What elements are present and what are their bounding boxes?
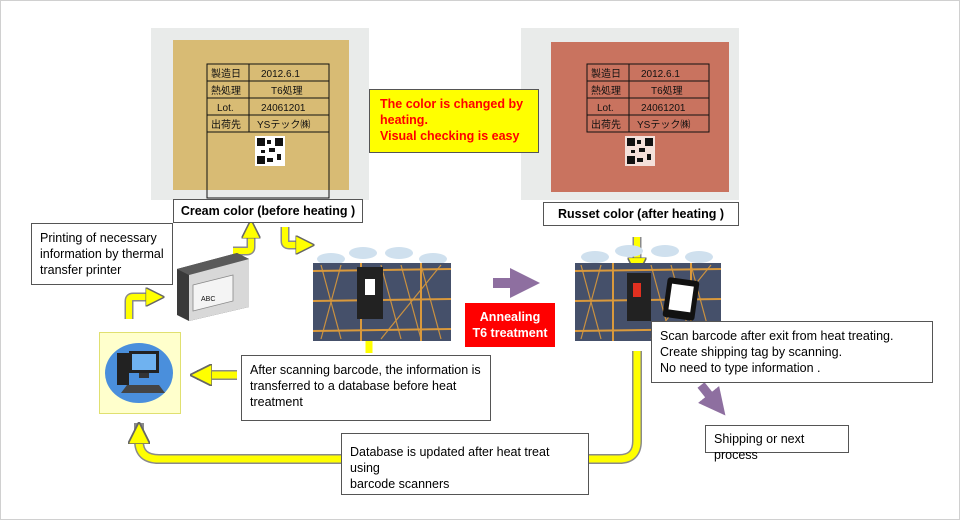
cream-tag: 製造日 2012.6.1 熱処理 T6処理 Lot. 24061201 出荷先 …	[173, 40, 349, 199]
computer-to-printer-arrow	[124, 292, 151, 319]
computer-panel	[99, 332, 181, 414]
cream-tag-photo: 製造日 2012.6.1 熱処理 T6処理 Lot. 24061201 出荷先 …	[151, 28, 369, 200]
cream-row2-key: 熱処理	[211, 84, 241, 97]
database-note-line-1: Database is updated after heat treat usi…	[350, 445, 550, 475]
color-change-callout: The color is changed by heating. Visual …	[369, 89, 539, 153]
exit-note-line-2: Create shipping tag by scanning.	[660, 345, 843, 359]
cream-qr-code	[255, 136, 285, 166]
russet-row3-value: 24061201	[641, 103, 686, 114]
russet-row4-value: YSテック㈱	[637, 119, 690, 131]
annealing-line-2: T6 treatment	[472, 326, 548, 340]
scan-note-line-2: transferred to a database before heat	[250, 379, 457, 393]
cream-row1-key: 製造日	[211, 67, 241, 80]
scan-transfer-note: After scanning barcode, the information …	[241, 355, 491, 421]
annealing-label: Annealing T6 treatment	[465, 303, 555, 347]
russet-tag-photo: 製造日 2012.6.1 熱処理 T6処理 Lot. 24061201 出荷先 …	[521, 28, 739, 200]
russet-tag: 製造日 2012.6.1 熱処理 T6処理 Lot. 24061201 出荷先 …	[551, 42, 729, 192]
exit-note-line-3: No need to type information .	[660, 361, 821, 375]
callout-line-2: heating.	[380, 113, 428, 127]
cream-row3-value: 24061201	[261, 103, 306, 114]
scan-green-arrow	[639, 298, 662, 317]
callout-line-3: Visual checking is easy	[380, 129, 520, 143]
russet-row4-key: 出荷先	[591, 118, 621, 131]
printer-note: Printing of necessary information by the…	[31, 223, 173, 285]
russet-qr-code	[625, 136, 655, 166]
callout-line-1: The color is changed by	[380, 97, 524, 111]
shipping-box: Shipping or next process	[705, 425, 849, 462]
cream-row2-value: T6処理	[271, 84, 303, 97]
shipping-text: Shipping or next process	[714, 432, 805, 462]
russet-row1-key: 製造日	[591, 67, 621, 80]
cream-caption: Cream color (before heating )	[173, 199, 363, 223]
printer-note-line-2: information by thermal	[40, 247, 164, 261]
scan-note-line-1: After scanning barcode, the information …	[250, 363, 481, 377]
cream-row1-value: 2012.6.1	[261, 69, 300, 80]
printer-note-line-3: transfer printer	[40, 263, 122, 277]
russet-row2-key: 熱処理	[591, 84, 621, 97]
exit-note-line-1: Scan barcode after exit from heat treati…	[660, 329, 894, 343]
russet-row1-value: 2012.6.1	[641, 69, 680, 80]
cream-row4-key: 出荷先	[211, 118, 241, 131]
printer-note-line-1: Printing of necessary	[40, 231, 157, 245]
scan-note-line-3: treatment	[250, 395, 303, 409]
cream-row4-value: YSテック㈱	[257, 119, 310, 131]
shipping-arrow	[697, 382, 726, 416]
exit-scan-note: Scan barcode after exit from heat treati…	[651, 321, 933, 383]
cream-row3-key: Lot.	[217, 103, 234, 114]
russet-row2-value: T6処理	[651, 84, 683, 97]
annealing-line-1: Annealing	[479, 310, 541, 324]
russet-row3-key: Lot.	[597, 103, 614, 114]
database-note-line-2: barcode scanners	[350, 477, 450, 491]
database-update-note: Database is updated after heat treat usi…	[341, 433, 589, 495]
russet-caption: Russet color (after heating )	[543, 202, 739, 226]
